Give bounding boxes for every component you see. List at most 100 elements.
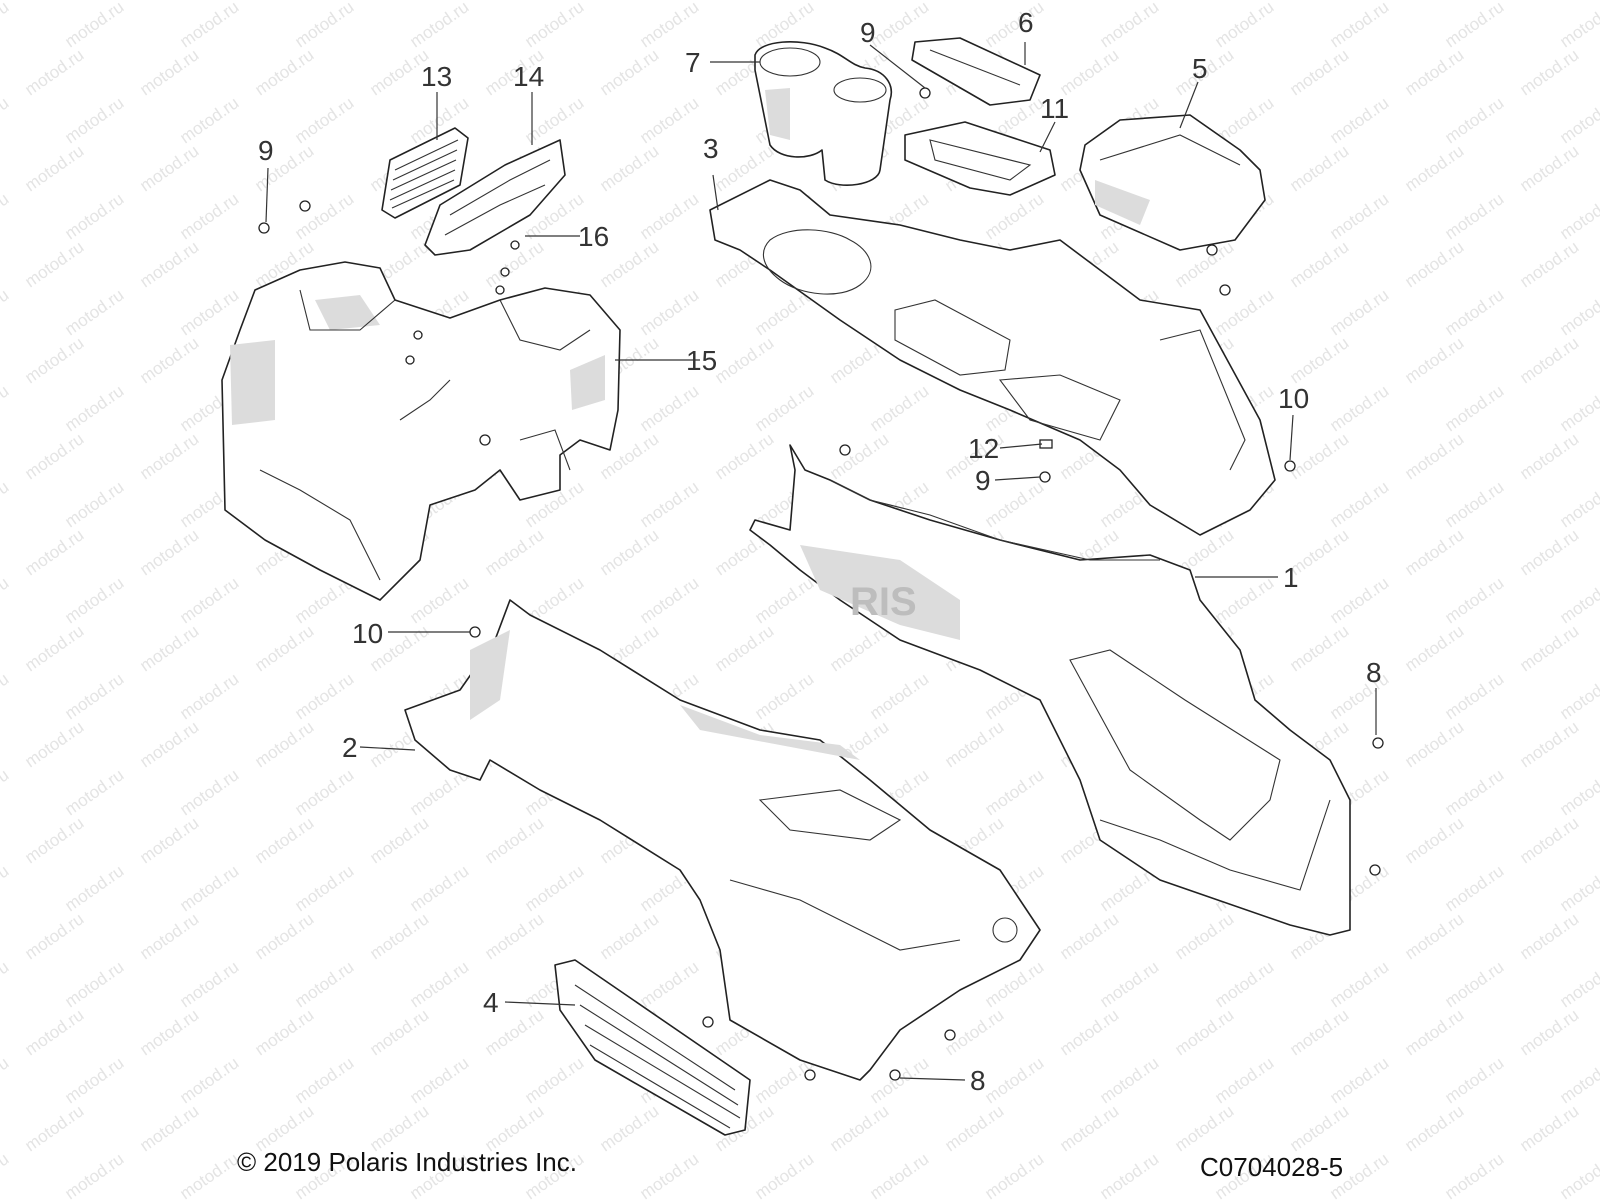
watermark-text: motod.ru — [1286, 621, 1352, 675]
watermark-text: motod.ru — [1056, 909, 1122, 963]
watermark-text: motod.ru — [1096, 1053, 1162, 1107]
watermark-text: motod.ru — [1441, 957, 1507, 1011]
part-6-lid — [911, 37, 1041, 106]
watermark-text: motod.ru — [1326, 189, 1392, 243]
callout-16: 16 — [578, 221, 609, 252]
callout-7: 7 — [685, 47, 701, 78]
watermark-text: motod.ru — [1516, 621, 1582, 675]
watermark-text: motod.ru — [1401, 1101, 1467, 1155]
watermark-text: motod.ru — [21, 813, 87, 867]
watermark-text: motod.ru — [21, 1005, 87, 1059]
watermark-text: motod.ru — [711, 0, 777, 3]
watermark-text: motod.ru — [521, 93, 587, 147]
watermark-text: motod.ru — [291, 957, 357, 1011]
watermark-text: motod.ru — [21, 333, 87, 387]
watermark-text: motod.ru — [61, 0, 127, 51]
watermark-text: motod.ru — [1441, 861, 1507, 915]
part-1-console-tub: RIS — [749, 444, 1351, 936]
callout-13: 13 — [421, 61, 452, 92]
watermark-text: motod.ru — [176, 1053, 242, 1107]
watermark-text: motod.ru — [981, 0, 1047, 51]
part-2-lower-console — [404, 599, 1041, 1081]
watermark-text: motod.ru — [636, 957, 702, 1011]
watermark-text: motod.ru — [406, 1053, 472, 1107]
push-rivet-icon — [1369, 864, 1381, 876]
watermark-text: motod.ru — [176, 1149, 242, 1200]
callout-10-left: 10 — [352, 618, 383, 649]
part-7-cup-holder — [754, 41, 892, 186]
watermark-text: motod.ru — [1401, 909, 1467, 963]
callout-9-mid: 9 — [975, 465, 991, 496]
watermark-text: motod.ru — [1441, 765, 1507, 819]
watermark-text: motod.ru — [1516, 1005, 1582, 1059]
watermark-text: motod.ru — [1096, 1149, 1162, 1200]
watermark-text: motod.ru — [636, 93, 702, 147]
watermark-text: motod.ru — [1516, 333, 1582, 387]
copyright-text: © 2019 Polaris Industries Inc. — [237, 1147, 577, 1177]
watermark-text: motod.ru — [596, 141, 662, 195]
watermark-text: motod.ru — [406, 0, 472, 51]
callout-6: 6 — [1018, 7, 1034, 38]
watermark-text: motod.ru — [1326, 477, 1392, 531]
part-11-insert-tray — [904, 121, 1056, 196]
clip-icon — [405, 355, 415, 365]
watermark-text: motod.ru — [61, 285, 127, 339]
part-14-bracket — [424, 139, 566, 256]
watermark-text: motod.ru — [1401, 237, 1467, 291]
watermark-text: motod.ru — [1326, 573, 1392, 627]
push-rivet-icon — [839, 444, 851, 456]
watermark-text: motod.ru — [1516, 237, 1582, 291]
screw-icon — [258, 222, 270, 234]
watermark-text: motod.ru — [61, 1053, 127, 1107]
watermark-text: motod.ru — [636, 0, 702, 51]
watermark-text: motod.ru — [1556, 0, 1600, 51]
watermark-text: motod.ru — [61, 573, 127, 627]
watermark-text: motod.ru — [136, 813, 202, 867]
watermark-text: motod.ru — [711, 429, 777, 483]
watermark-text: motod.ru — [636, 477, 702, 531]
watermark-text: motod.ru — [981, 1149, 1047, 1200]
callout-3: 3 — [703, 133, 719, 164]
watermark-text: motod.ru — [1516, 525, 1582, 579]
watermark-text: motod.ru — [826, 1101, 892, 1155]
watermark-text: motod.ru — [0, 189, 12, 243]
watermark-text: motod.ru — [0, 669, 12, 723]
push-rivet-icon — [889, 1069, 901, 1081]
watermark-text: motod.ru — [136, 717, 202, 771]
watermark-text: motod.ru — [826, 0, 892, 3]
watermark-text: motod.ru — [21, 141, 87, 195]
watermark-text: motod.ru — [1326, 957, 1392, 1011]
watermark-text: motod.ru — [636, 189, 702, 243]
watermark-text: motod.ru — [636, 381, 702, 435]
watermark-text: motod.ru — [1516, 813, 1582, 867]
watermark-text: motod.ru — [1056, 1101, 1122, 1155]
watermark-text: motod.ru — [941, 717, 1007, 771]
watermark-text: motod.ru — [0, 93, 12, 147]
watermark-text: motod.ru — [291, 861, 357, 915]
callout-2: 2 — [342, 732, 358, 763]
watermark-text: motod.ru — [1096, 957, 1162, 1011]
watermark-text: motod.ru — [1056, 1005, 1122, 1059]
callouts: 1 2 3 4 5 6 7 8 8 9 9 9 10 10 11 12 13 1… — [258, 7, 1382, 1096]
watermark-text: motod.ru — [136, 909, 202, 963]
part-15-console-cover — [221, 261, 621, 601]
watermark-text: motod.ru — [1171, 0, 1237, 3]
watermark-text: motod.ru — [406, 573, 472, 627]
part-marking-text: RIS — [850, 580, 917, 624]
watermark-text: motod.ru — [136, 141, 202, 195]
watermark-text: motod.ru — [1441, 573, 1507, 627]
watermark-text: motod.ru — [481, 813, 547, 867]
watermark-text: motod.ru — [1211, 0, 1277, 51]
callout-11: 11 — [1040, 93, 1069, 124]
watermark-text: motod.ru — [136, 0, 202, 3]
watermark-text: motod.ru — [0, 0, 12, 51]
watermark-text: motod.ru — [251, 1005, 317, 1059]
push-rivet-icon — [1284, 460, 1296, 472]
callout-14: 14 — [513, 61, 544, 92]
watermark-text: motod.ru — [251, 717, 317, 771]
watermark-text: motod.ru — [136, 525, 202, 579]
watermark-text: motod.ru — [1211, 573, 1277, 627]
watermark-text: motod.ru — [1516, 0, 1582, 3]
watermark-text: motod.ru — [61, 381, 127, 435]
